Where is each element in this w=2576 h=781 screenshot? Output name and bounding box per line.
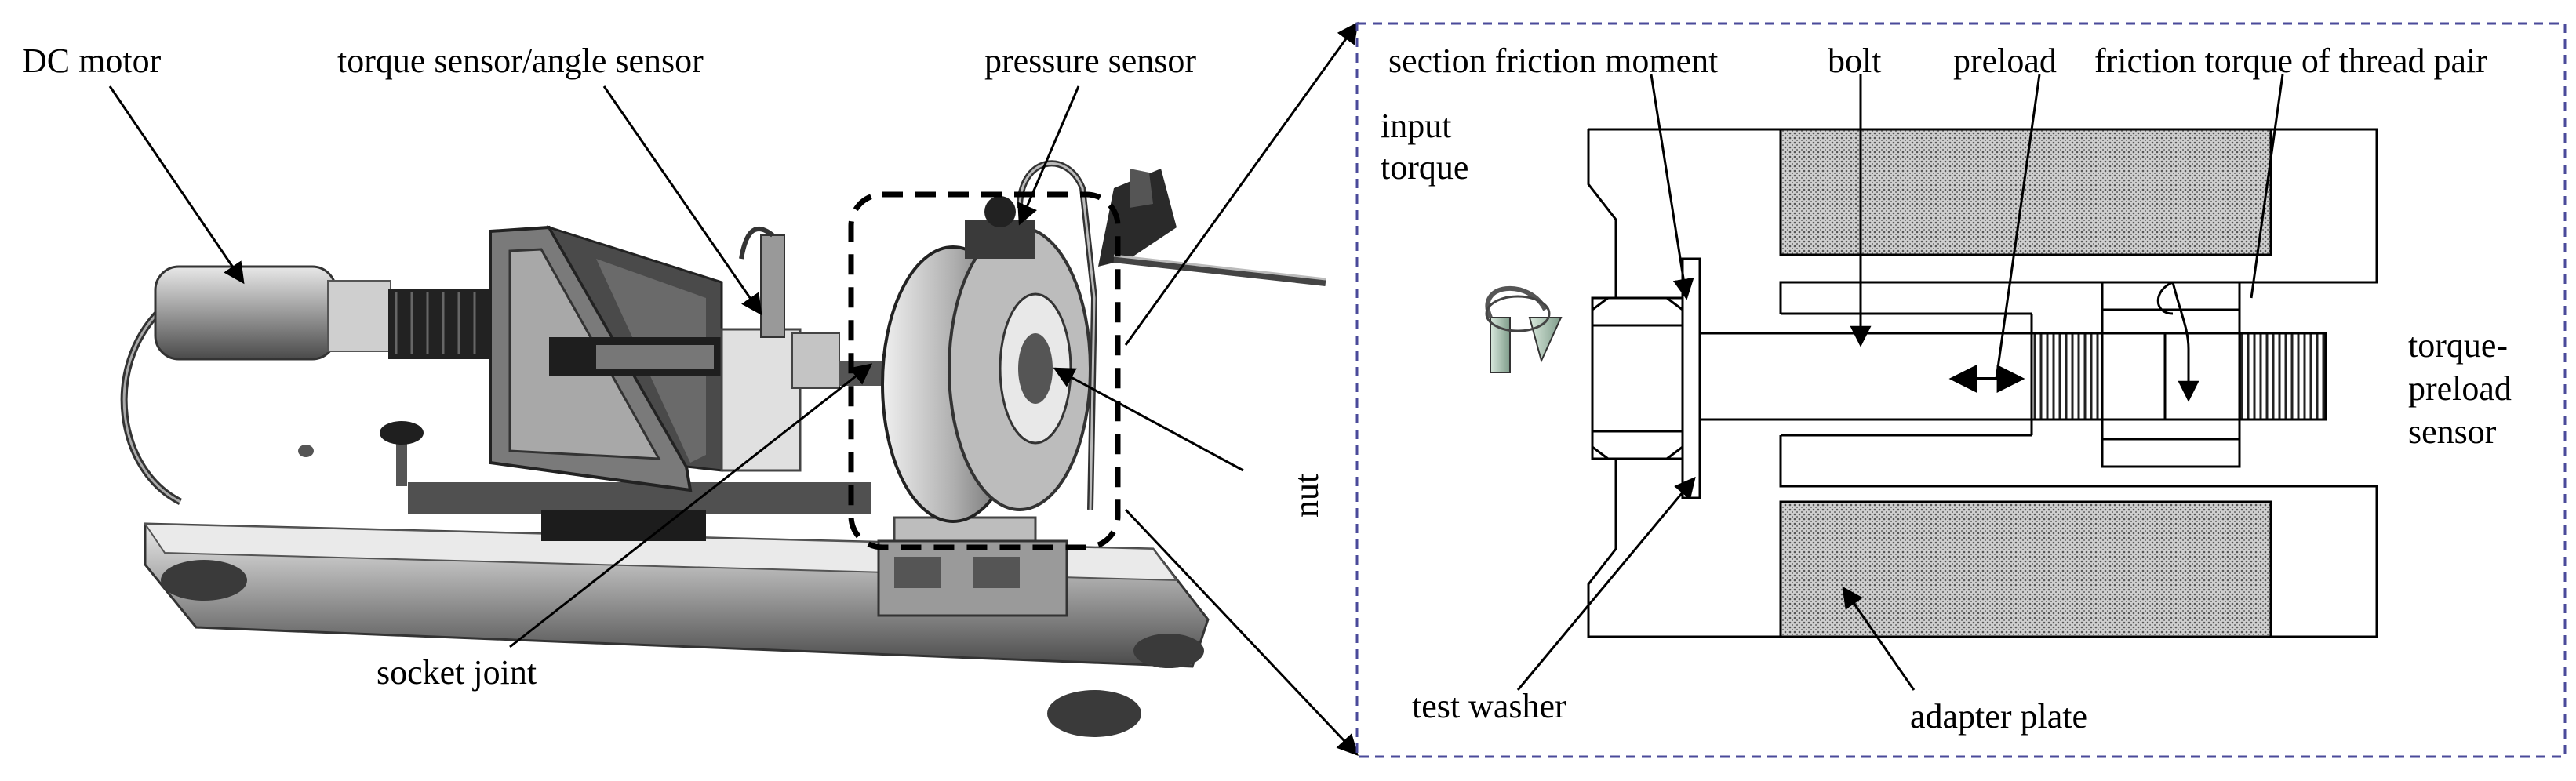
label-input-torque-line1: input <box>1381 107 1451 145</box>
leader-section-friction <box>1650 74 1694 300</box>
label-section-friction-moment: section friction moment <box>1388 42 1718 80</box>
disc-fixture <box>881 196 1092 590</box>
dc-motor-body <box>154 265 490 361</box>
extension-rod <box>1113 255 1326 286</box>
rig-foot <box>161 560 247 601</box>
label-test-washer: test washer <box>1412 687 1566 725</box>
rig-foot <box>1133 634 1204 668</box>
leader-dc-motor <box>108 85 245 285</box>
leader-socket-joint <box>509 363 873 648</box>
label-pressure-sensor: pressure sensor <box>984 42 1196 80</box>
leader-preload <box>1995 74 2041 380</box>
schematic-panel-border <box>1355 22 2567 758</box>
zoom-line-top <box>1124 21 1359 346</box>
leader-torque-sensor <box>602 85 762 316</box>
rig-foot <box>1047 690 1141 737</box>
slide-rail <box>408 482 871 514</box>
label-torque-preload-line2: preload <box>2408 369 2512 408</box>
label-friction-torque-thread-pair: friction torque of thread pair <box>2094 42 2487 80</box>
label-bolt: bolt <box>1828 42 1881 80</box>
adjust-knob <box>380 421 424 445</box>
leader-nut <box>1053 367 1244 472</box>
label-torque-angle-sensor: torque sensor/angle sensor <box>337 42 704 80</box>
label-input-torque-line2: torque <box>1381 148 1468 187</box>
clamp-handle <box>1098 169 1177 267</box>
bolt-head <box>1591 296 1684 460</box>
adapter-plate-lower <box>1779 500 2272 638</box>
label-dc-motor: DC motor <box>22 42 162 80</box>
adapter-plate-upper <box>1779 128 2272 256</box>
label-nut: nut <box>1287 474 1326 518</box>
friction-torque-curve-arrow <box>2171 282 2199 402</box>
leader-test-washer <box>1516 476 1696 691</box>
leader-adapter-plate <box>1842 586 1916 691</box>
label-socket-joint: socket joint <box>377 653 537 692</box>
label-preload: preload <box>1953 42 2057 80</box>
label-torque-preload-line1: torque- <box>2408 326 2508 365</box>
leader-friction-torque <box>2250 74 2284 299</box>
label-adapter-plate: adapter plate <box>1910 697 2087 736</box>
zoom-line-bottom <box>1124 508 1359 756</box>
label-torque-preload-line3: sensor <box>2408 412 2497 451</box>
test-rig-photo <box>120 160 1326 737</box>
leader-pressure-sensor <box>1017 85 1080 226</box>
input-torque-arrow <box>1485 285 1563 373</box>
